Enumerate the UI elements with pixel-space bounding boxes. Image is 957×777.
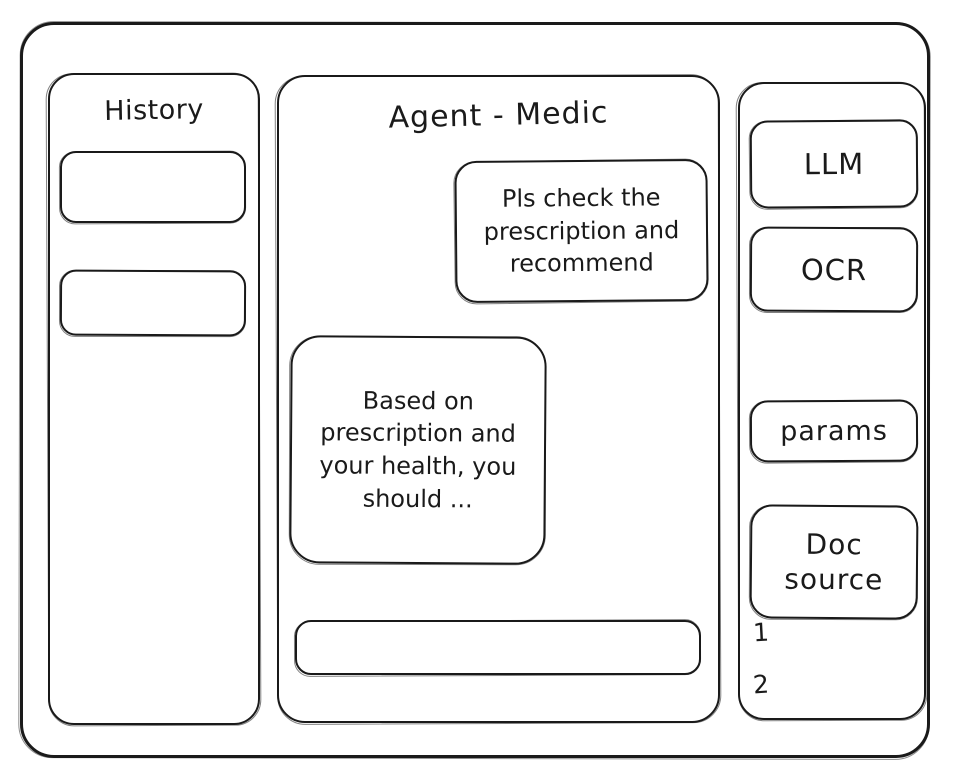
tool-button-ocr[interactable]: OCR bbox=[749, 226, 919, 313]
history-list-item[interactable] bbox=[60, 151, 246, 223]
history-list-item[interactable] bbox=[59, 269, 247, 337]
doc-source-label-line2: source bbox=[784, 562, 884, 597]
chat-panel bbox=[277, 75, 720, 723]
user-message-text: Pls check the prescription and recommend bbox=[483, 183, 680, 278]
tools-panel bbox=[738, 82, 926, 720]
app-window-frame bbox=[20, 22, 930, 758]
tool-button-params-label: params bbox=[780, 415, 888, 447]
tool-button-llm[interactable]: LLM bbox=[749, 119, 919, 209]
user-message-bubble: Pls check the prescription and recommend bbox=[454, 158, 709, 304]
doc-source-label-line1: Doc bbox=[805, 527, 863, 562]
doc-source-box[interactable]: Doc source bbox=[749, 504, 919, 620]
agent-message-text: Based on prescription and your health, y… bbox=[319, 386, 517, 514]
doc-source-ref-1[interactable]: 1 bbox=[752, 617, 770, 648]
history-panel bbox=[48, 73, 260, 725]
tool-button-llm-label: LLM bbox=[803, 146, 865, 182]
tool-button-params[interactable]: params bbox=[749, 399, 919, 463]
agent-message-bubble: Based on prescription and your health, y… bbox=[289, 335, 547, 565]
doc-source-ref-2[interactable]: 2 bbox=[752, 669, 770, 700]
tool-button-ocr-label: OCR bbox=[800, 252, 868, 287]
message-input[interactable] bbox=[295, 620, 701, 675]
history-panel-title: History bbox=[103, 94, 205, 127]
